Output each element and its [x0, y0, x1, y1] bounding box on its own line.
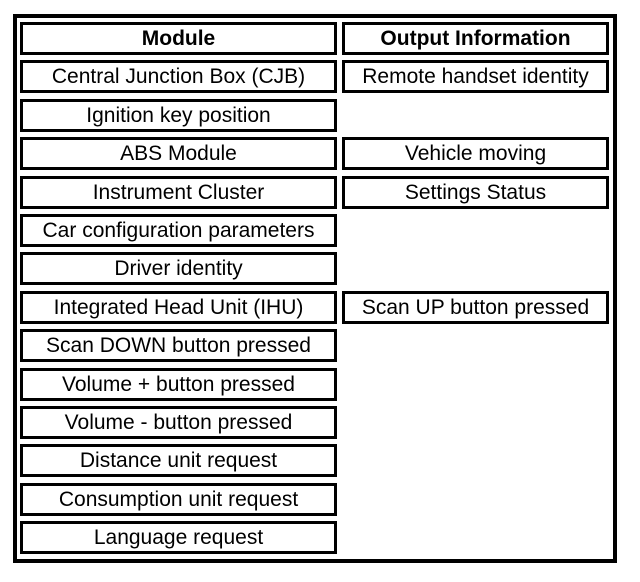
output-empty-cell [342, 98, 609, 132]
module-cell: Ignition key position [20, 98, 337, 132]
module-cell: Volume - button pressed [20, 405, 337, 439]
column-header-module: Module [20, 22, 337, 55]
module-cell: Consumption unit request [20, 482, 337, 516]
output-empty-cell [342, 252, 609, 286]
output-empty-cell [342, 521, 609, 555]
module-cell: Central Junction Box (CJB) [20, 60, 337, 94]
output-empty-cell [342, 405, 609, 439]
module-cell: Instrument Cluster [20, 175, 337, 209]
output-empty-cell [342, 367, 609, 401]
column-header-output: Output Information [342, 22, 609, 55]
table-outer-border: Module Output Information Central Juncti… [13, 14, 617, 563]
module-cell: Language request [20, 521, 337, 555]
output-cell: Settings Status [342, 175, 609, 209]
output-empty-cell [342, 482, 609, 516]
output-cell: Scan UP button pressed [342, 290, 609, 324]
module-cell: ABS Module [20, 137, 337, 171]
module-cell: Scan DOWN button pressed [20, 329, 337, 363]
module-cell: Integrated Head Unit (IHU) [20, 290, 337, 324]
module-cell: Distance unit request [20, 444, 337, 478]
output-cell: Remote handset identity [342, 60, 609, 94]
output-empty-cell [342, 329, 609, 363]
output-cell: Vehicle moving [342, 137, 609, 171]
module-cell: Volume + button pressed [20, 367, 337, 401]
module-output-table: Module Output Information Central Juncti… [20, 22, 610, 555]
module-cell: Driver identity [20, 252, 337, 286]
module-cell: Car configuration parameters [20, 213, 337, 247]
output-empty-cell [342, 444, 609, 478]
output-empty-cell [342, 213, 609, 247]
